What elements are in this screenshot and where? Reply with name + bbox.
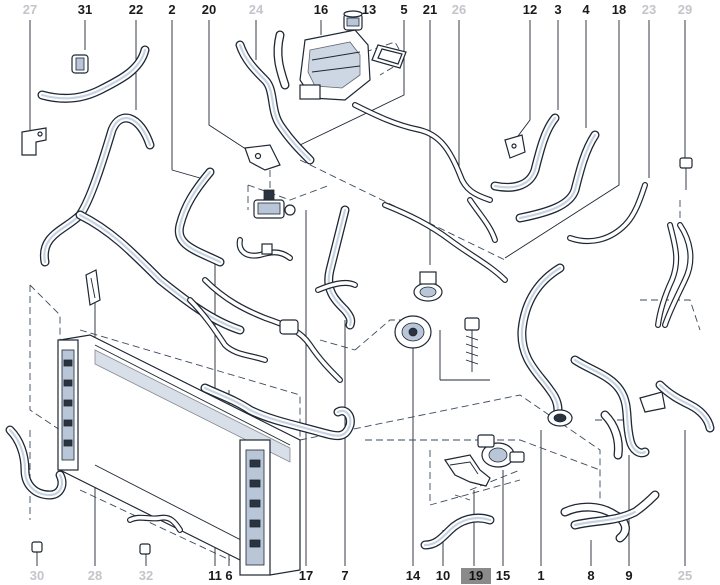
callout-8: 8	[587, 568, 595, 583]
callout-6: 6	[225, 568, 233, 583]
callout-3: 3	[554, 2, 562, 17]
callout-9: 9	[625, 568, 633, 583]
hose-11	[236, 237, 293, 261]
callout-18: 18	[611, 2, 627, 17]
radiator-left-tank	[57, 339, 79, 471]
callout-2: 2	[168, 2, 176, 17]
clamp-21	[413, 271, 443, 302]
pipe-5-26	[352, 102, 498, 243]
callout-12: 12	[522, 2, 538, 17]
callout-21: 21	[422, 2, 438, 17]
bracket-32	[127, 514, 183, 555]
callout-23: 23	[641, 2, 657, 17]
callout-13: 13	[361, 2, 377, 17]
bracket-12	[504, 134, 526, 159]
callout-7: 7	[341, 568, 349, 583]
bracket-20	[244, 144, 281, 171]
hose-24	[235, 30, 315, 165]
bracket-19	[444, 454, 491, 487]
hose-30	[5, 425, 67, 553]
pipe-18	[382, 202, 508, 283]
hose-group-right	[655, 222, 694, 328]
hose-9	[570, 355, 650, 460]
callout-11: 11	[208, 568, 222, 583]
callout-22: 22	[128, 2, 144, 17]
gasket-plate	[371, 44, 407, 69]
thermostat-14	[394, 315, 432, 349]
bolt-29	[679, 157, 693, 190]
callout-24: 24	[248, 2, 264, 17]
callout-29: 29	[677, 2, 693, 17]
bracket-27	[21, 127, 47, 156]
pump-15	[477, 434, 525, 468]
hose-22	[39, 113, 245, 335]
callout-16: 16	[313, 2, 329, 17]
callout-19-highlighted: 19	[461, 568, 491, 584]
radiator	[57, 334, 301, 576]
callout-31: 31	[77, 2, 93, 17]
callout-17: 17	[298, 568, 314, 583]
hose-23	[567, 182, 648, 245]
callout-25: 25	[677, 568, 693, 583]
bracket-28	[85, 269, 101, 306]
hose-1	[517, 263, 573, 427]
hose-31	[37, 45, 150, 103]
callout-10: 10	[435, 568, 451, 583]
hose-7	[315, 205, 358, 330]
hose-25	[639, 380, 715, 433]
hose-4	[515, 130, 600, 223]
filler-cap-13	[343, 10, 363, 31]
hose-cluster-mid	[187, 277, 343, 383]
callout-26: 26	[451, 2, 467, 17]
valve-17	[253, 189, 296, 219]
callout-32: 32	[138, 568, 154, 583]
expansion-tank-16	[299, 29, 371, 101]
callout-5: 5	[400, 2, 408, 17]
leader-lines	[29, 20, 686, 265]
callout-4: 4	[582, 2, 590, 17]
hose-3	[490, 113, 560, 192]
hose-8	[560, 490, 660, 543]
radiator-right-tank	[239, 439, 271, 576]
callout-15: 15	[495, 568, 511, 583]
hose-2	[174, 167, 225, 267]
callout-30: 30	[29, 568, 45, 583]
hose-10	[420, 513, 495, 550]
callout-20: 20	[201, 2, 217, 17]
callout-1: 1	[537, 568, 545, 583]
callout-14: 14	[405, 568, 421, 583]
callout-27: 27	[22, 2, 38, 17]
hose-6	[200, 383, 355, 441]
callout-28: 28	[87, 568, 103, 583]
bolt-detail	[439, 317, 490, 381]
